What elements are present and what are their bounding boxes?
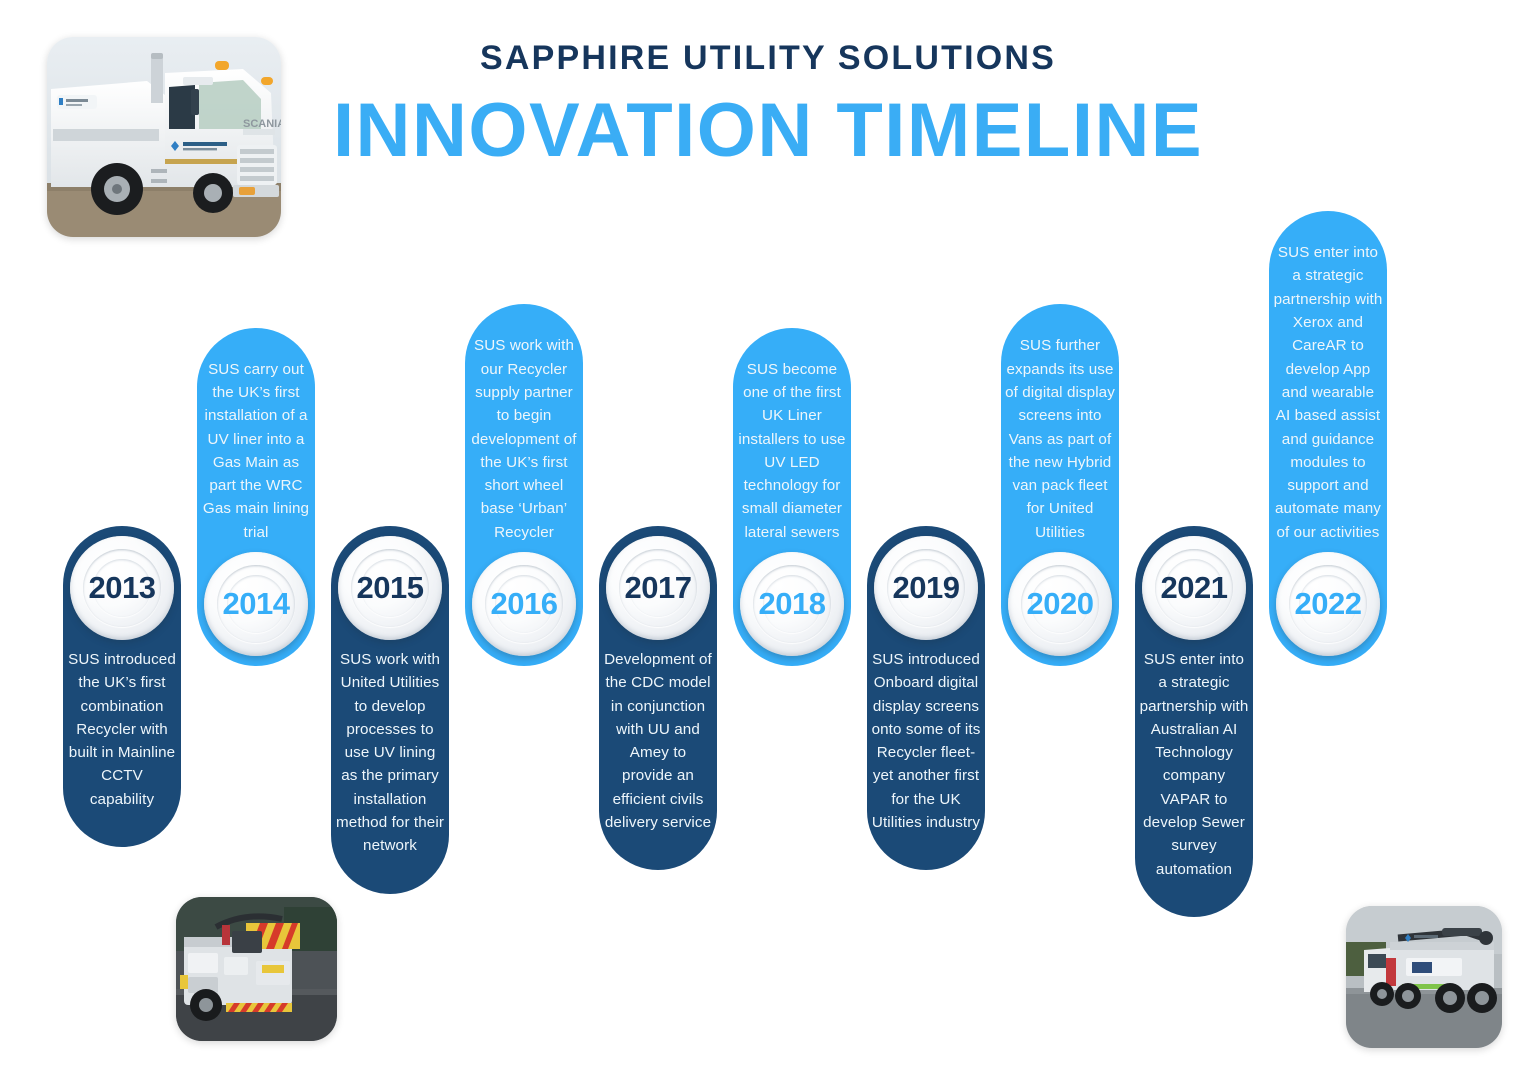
year-badge-2022[interactable]: 2022: [1276, 552, 1380, 656]
header: SAPPHIRE UTILITY SOLUTIONS INNOVATION TI…: [0, 0, 1536, 171]
year-label: 2015: [356, 570, 424, 605]
year-label: 2016: [490, 586, 558, 621]
year-label: 2017: [624, 570, 692, 605]
year-badge-2017[interactable]: 2017: [606, 536, 710, 640]
year-label: 2020: [1026, 586, 1094, 621]
milestone-text-2015: SUS work with United Utilities to develo…: [336, 651, 444, 855]
year-badge-2019[interactable]: 2019: [874, 536, 978, 640]
company-name: SAPPHIRE UTILITY SOLUTIONS: [479, 39, 1057, 77]
year-badge-2018[interactable]: 2018: [740, 552, 844, 656]
year-badge-2014[interactable]: 2014: [204, 552, 308, 656]
year-label: 2014: [222, 586, 290, 621]
year-label: 2019: [892, 570, 960, 605]
milestone-text-2021: SUS enter into a strategic partnership w…: [1139, 651, 1249, 878]
milestone-text-2022: SUS enter into a strategic partnership w…: [1273, 244, 1383, 541]
year-label: 2013: [88, 570, 156, 605]
milestone-text-2018: SUS become one of the first UK Liner ins…: [738, 360, 846, 541]
milestone-text-2019: SUS introduced Onboard digital display s…: [871, 651, 981, 832]
milestone-text-2020: SUS further expands its use of digital d…: [1005, 337, 1115, 541]
milestone-text-2017: Development of the CDC model in conjunct…: [604, 651, 712, 832]
year-label: 2021: [1160, 570, 1228, 605]
photo-recycler-truck-side: [1346, 906, 1502, 1048]
year-badge-2015[interactable]: 2015: [338, 536, 442, 640]
milestone-text-2016: SUS work with our Recycler supply partne…: [471, 337, 577, 541]
year-badge-2020[interactable]: 2020: [1008, 552, 1112, 656]
milestone-text-2014: SUS carry out the UK’s first installatio…: [202, 360, 310, 541]
year-badge-2021[interactable]: 2021: [1142, 536, 1246, 640]
year-label: 2022: [1294, 586, 1362, 621]
svg-text:SCANIA: SCANIA: [243, 118, 281, 130]
photo-recycler-truck-front: SCANIA: [47, 37, 281, 237]
page-title: INNOVATION TIMELINE: [332, 88, 1204, 174]
year-label: 2018: [758, 586, 826, 621]
year-badge-2013[interactable]: 2013: [70, 536, 174, 640]
photo-recycler-truck-rear: [176, 897, 337, 1041]
milestone-text-2013: SUS introduced the UK’s first combinatio…: [68, 651, 176, 808]
year-badge-2016[interactable]: 2016: [472, 552, 576, 656]
